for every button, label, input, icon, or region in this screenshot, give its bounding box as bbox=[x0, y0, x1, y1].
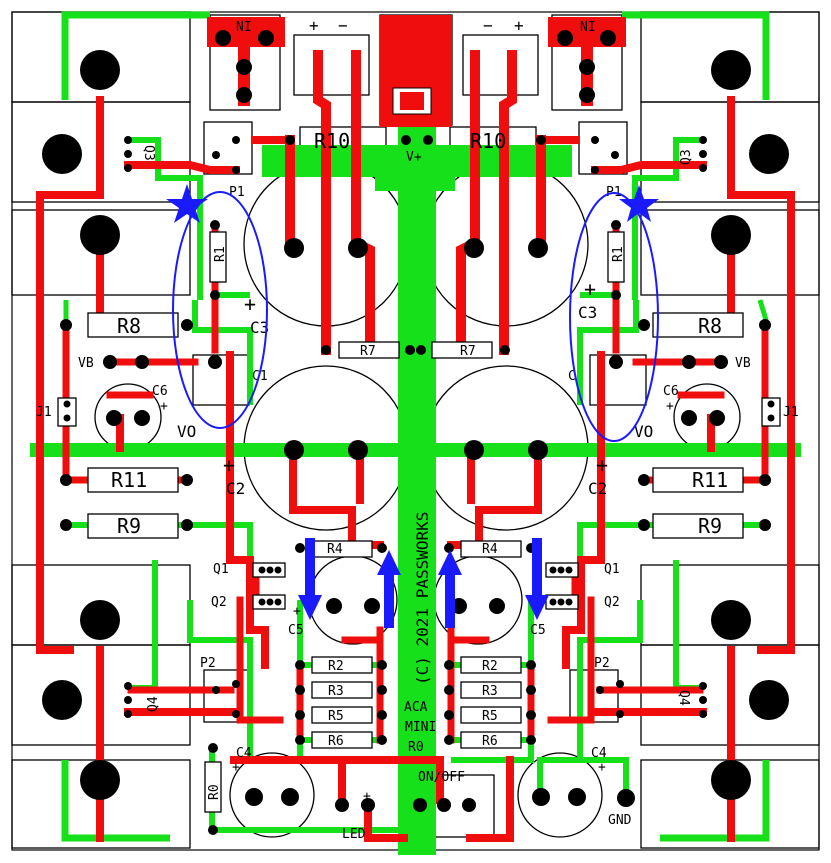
label-c6-plus-right: + bbox=[666, 399, 674, 414]
label-r7-right: R7 bbox=[460, 344, 476, 359]
label-p2-left: P2 bbox=[200, 656, 216, 671]
label-ni-right: NI bbox=[580, 20, 596, 35]
label-c6-left: C6 bbox=[152, 384, 168, 399]
label-c3-right: C3 bbox=[578, 303, 597, 322]
label-q3-left: Q3 bbox=[141, 145, 156, 161]
label-c2-right: C2 bbox=[588, 479, 607, 498]
label-c4-right: C4 bbox=[591, 746, 607, 761]
label-r5-left: R5 bbox=[328, 709, 344, 724]
label-r6-right: R6 bbox=[482, 734, 498, 749]
label-r10-left: R10 bbox=[314, 129, 350, 153]
label-r2-left: R2 bbox=[328, 659, 344, 674]
label-r1-left: R1 bbox=[213, 246, 228, 262]
label-j1-left: J1 bbox=[36, 405, 52, 420]
label-c5-plus-left: + bbox=[293, 604, 301, 619]
arrow-up-left bbox=[377, 550, 401, 628]
label-q2-left: Q2 bbox=[211, 595, 227, 610]
star-right bbox=[619, 185, 659, 222]
label-c3-plus-right: + bbox=[584, 277, 596, 301]
label-c5-left: C5 bbox=[288, 623, 304, 638]
label-led-plus: + bbox=[363, 789, 371, 804]
top-copper bbox=[30, 11, 801, 855]
label-r3-right: R3 bbox=[482, 684, 498, 699]
label-vo-right: VO bbox=[634, 422, 653, 441]
silk-labels: NI NI + − − + V+ R10 R10 Q3 Q3 P1 P1 R1 … bbox=[36, 16, 799, 842]
label-c5-right: C5 bbox=[530, 623, 546, 638]
label-j1-right: J1 bbox=[783, 405, 799, 420]
label-c4-left: C4 bbox=[236, 746, 252, 761]
label-r4-left: R4 bbox=[327, 542, 343, 557]
label-c3-left: C3 bbox=[250, 318, 269, 337]
label-q1-left: Q1 bbox=[213, 562, 229, 577]
label-vb-right: VB bbox=[735, 356, 751, 371]
label-plus-right: + bbox=[514, 16, 524, 35]
label-r0-left: R0 bbox=[207, 784, 222, 800]
label-r7-left: R7 bbox=[360, 344, 376, 359]
label-c2-left: C2 bbox=[226, 479, 245, 498]
label-r5-right: R5 bbox=[482, 709, 498, 724]
label-p2-right: P2 bbox=[594, 656, 610, 671]
label-c4-plus-right: + bbox=[598, 760, 606, 775]
label-ni-left: NI bbox=[236, 20, 252, 35]
label-plus-left: + bbox=[309, 16, 319, 35]
label-c2-plus-left: + bbox=[223, 453, 235, 477]
label-q3-right: Q3 bbox=[679, 149, 694, 165]
label-aca: ACA bbox=[404, 700, 428, 715]
label-r8-left: R8 bbox=[117, 314, 141, 338]
label-c3-plus-left: + bbox=[244, 292, 256, 316]
label-vo-left: VO bbox=[177, 422, 196, 441]
highlight-ellipse-right bbox=[569, 192, 659, 442]
arrow-down-left bbox=[298, 538, 322, 620]
label-q1-right: Q1 bbox=[604, 562, 620, 577]
highlight-ellipse-left bbox=[172, 191, 268, 429]
label-r0-center: R0 bbox=[408, 740, 424, 755]
label-c1-right: C bbox=[568, 369, 576, 384]
label-p1-left: P1 bbox=[229, 185, 245, 200]
label-r8-right: R8 bbox=[698, 314, 722, 338]
label-r6-left: R6 bbox=[328, 734, 344, 749]
label-c6-plus-left: + bbox=[160, 399, 168, 414]
arrow-up-right bbox=[438, 550, 462, 628]
label-on-off: ON/OFF bbox=[418, 770, 465, 785]
label-v-plus: V+ bbox=[406, 150, 422, 165]
label-q4-left: Q4 bbox=[146, 696, 161, 712]
label-gnd: GND bbox=[608, 813, 632, 828]
label-minus-left: − bbox=[338, 16, 348, 35]
label-mini: MINI bbox=[405, 720, 436, 735]
label-r2-right: R2 bbox=[482, 659, 498, 674]
label-r9-right: R9 bbox=[698, 514, 722, 538]
label-r4-right: R4 bbox=[482, 542, 498, 557]
label-q2-right: Q2 bbox=[604, 595, 620, 610]
label-r11-right: R11 bbox=[692, 468, 728, 492]
star-left bbox=[166, 184, 208, 223]
arrow-down-right bbox=[525, 538, 549, 620]
label-q4-right: Q4 bbox=[676, 690, 691, 706]
label-r10-right: R10 bbox=[470, 129, 506, 153]
label-r3-left: R3 bbox=[328, 684, 344, 699]
annotations bbox=[166, 184, 659, 628]
label-copyright: (C) 2021 PASSWORKS bbox=[413, 512, 432, 685]
label-c2-plus-right: + bbox=[596, 453, 608, 477]
label-r11-left: R11 bbox=[111, 468, 147, 492]
label-c4-plus-left: + bbox=[232, 760, 240, 775]
label-minus-right: − bbox=[483, 16, 493, 35]
label-r9-left: R9 bbox=[117, 514, 141, 538]
label-led: LED bbox=[342, 827, 366, 842]
label-c6-right: C6 bbox=[663, 384, 679, 399]
label-r1-right: R1 bbox=[611, 246, 626, 262]
resistors bbox=[57, 231, 781, 813]
label-vb-left: VB bbox=[78, 356, 94, 371]
